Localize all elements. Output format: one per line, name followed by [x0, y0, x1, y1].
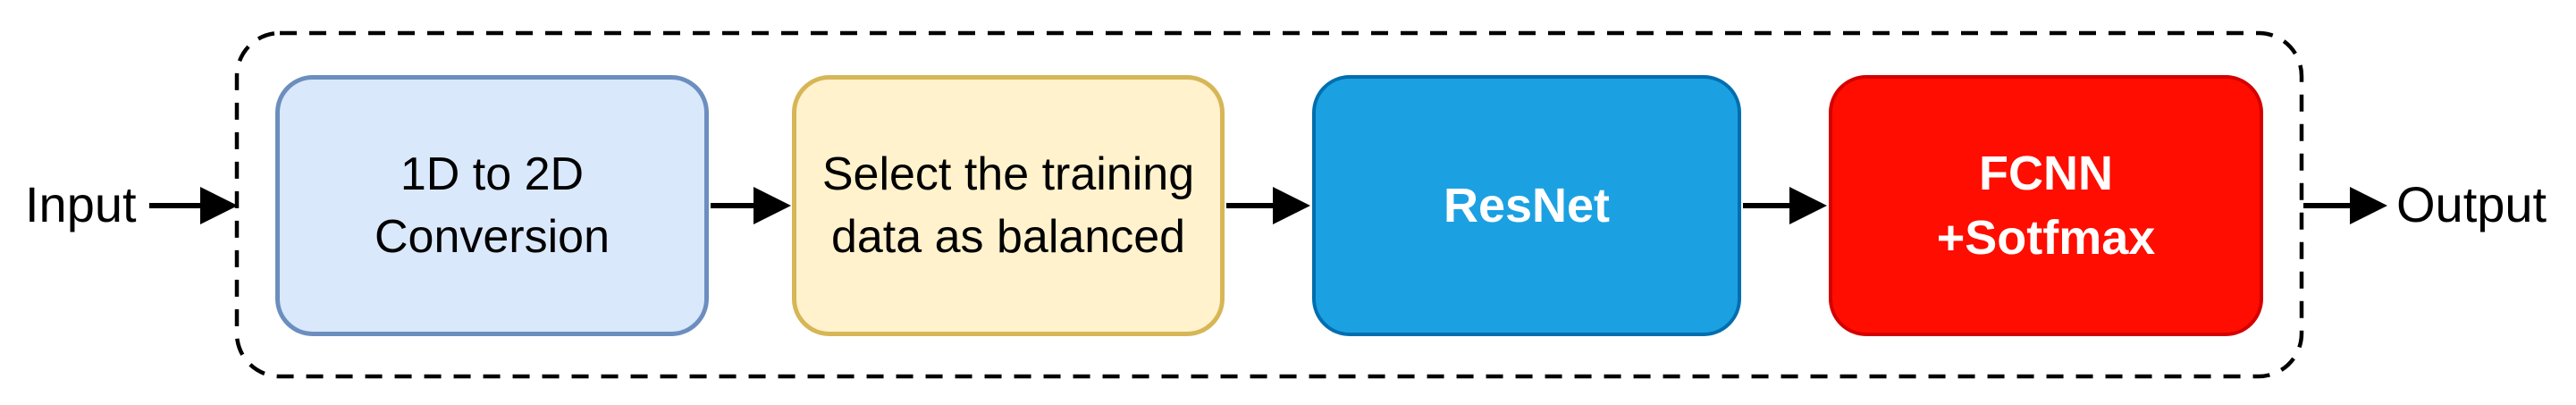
arrow-conversion-to-select-icon	[711, 187, 791, 224]
output-arrow-icon	[2303, 187, 2387, 224]
box-text-line: +Sotfmax	[1936, 211, 2156, 265]
box-text-line: FCNN	[1979, 147, 2113, 200]
output-label: Output	[2396, 176, 2547, 232]
box-text-line: data as balanced	[830, 211, 1186, 263]
arrow-select-to-resnet-icon	[1226, 187, 1310, 224]
process-box-select-training-data: Select the training data as balanced	[792, 75, 1225, 336]
box-text-line: 1D to 2D	[400, 148, 585, 200]
process-box-fcnn-softmax: FCNN +Sotfmax	[1829, 75, 2263, 336]
pipeline-dashed-border	[234, 30, 2304, 379]
process-box-1d-to-2d-conversion: 1D to 2D Conversion	[275, 75, 709, 336]
box-text-line: Conversion	[374, 211, 610, 263]
input-arrow-icon	[149, 187, 238, 224]
box-text-line: Select the training	[821, 148, 1195, 200]
arrow-resnet-to-fcnn-icon	[1743, 187, 1827, 224]
input-label: Input	[25, 176, 137, 232]
process-box-resnet: ResNet	[1312, 75, 1741, 336]
box-text-line: ResNet	[1443, 179, 1611, 232]
